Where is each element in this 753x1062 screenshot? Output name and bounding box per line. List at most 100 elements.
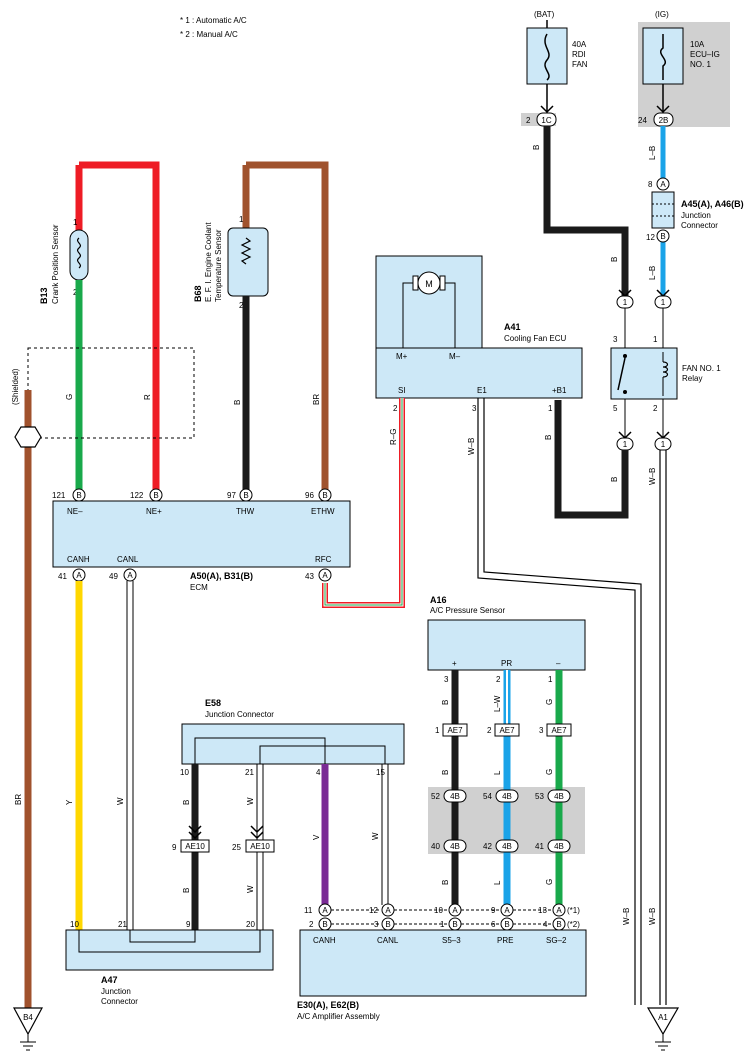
pin-number: 1 [653,335,658,344]
amp-pin-canl: CANL [377,936,399,945]
pin-number: 3 [374,920,379,929]
ecm-pin-ne-minus: NE– [67,507,83,516]
wire-label: Y [65,799,74,805]
ae7-connectors: 1 AE7 2 AE7 3 AE7 [435,723,572,737]
pin-number: 9 [491,906,496,915]
ecm-pin-thw: THW [236,507,255,516]
junction-a45: 8 A 12 B A45(A), A46(B) Junction Connect… [646,177,744,243]
pin-number: 53 [535,792,544,801]
connector-b: B [322,491,327,500]
ecm-pin-canl: CANL [117,555,139,564]
pin-number: 42 [483,842,492,851]
b68-name1: E. F. I. Engine Coolant [204,222,213,302]
pin-number: 11 [304,906,313,915]
junction-a47: 9 20 A47 Junction Connector [65,920,274,1006]
wire-label: B [182,800,191,805]
wire-wb-relay [659,450,667,1005]
coolant-temp-sensor: 1 2 B68 E. F. I. Engine Coolant Temperat… [193,161,329,490]
pin-number: 3 [444,675,449,684]
ground-b4-label: B4 [23,1013,33,1022]
connector-a: A [556,906,562,915]
wire-label: W [246,797,255,805]
pin-number: 96 [305,491,314,500]
pin-number: 21 [118,920,127,929]
connector-ae10: AE10 [185,842,205,851]
pin-number: 2 [496,675,501,684]
wire-label: L–B [648,146,657,160]
connector-4b: 4B [502,792,512,801]
pin-number: 52 [431,792,440,801]
pin-number: 8 [648,180,653,189]
ig-fuse-name2: NO. 1 [690,60,711,69]
pin-number: 1 [73,218,78,227]
connector-1c: 1C [541,116,551,125]
a16-code: A16 [430,595,447,605]
motor-label: M [425,279,433,289]
ecm-code: A50(A), B31(B) [190,571,253,581]
bat-fuse: (BAT) 40A RDI FAN [526,10,588,114]
pin-number: 20 [246,920,255,929]
bat-supply-label: (BAT) [534,10,555,19]
thermistor-icon [240,237,252,265]
connector-4b: 4B [554,792,564,801]
a16-pin-minus: – [556,659,561,668]
pin-number: 40 [431,842,440,851]
connector-b: B [452,920,457,929]
shielded-label: (Shielded) [11,368,20,405]
relay-name: FAN NO. 1 [682,364,721,373]
pin-number: 9 [186,920,191,929]
connector-b: B [322,920,327,929]
note-ref-1: (*1) [567,906,580,915]
junction-4b-connectors: 52 4B 54 4B 53 4B 40 4B 42 4B 41 4B [431,789,571,853]
connector-a: A [322,571,328,580]
amp-name: A/C Amplifier Assembly [297,1012,380,1021]
pin-number: 3 [539,726,544,735]
connector-ae7: AE7 [447,726,463,735]
e58-name: Junction Connector [205,710,274,719]
connector-ae10: AE10 [250,842,270,851]
pin-mminus: M– [449,352,461,361]
pin-number: 21 [245,768,254,777]
connector-4b: 4B [554,842,564,851]
ecm: 121 B 122 B 97 B 96 B NE– NE+ THW ETHW C… [52,488,351,592]
pin-number: 9 [172,843,177,852]
wire-label: B [441,770,450,775]
wire-label: W–B [648,908,657,925]
connector-a: A [127,571,133,580]
a45-name2: Connector [681,221,718,230]
a47-name1: Junction [101,987,131,996]
pin-number: 25 [232,843,241,852]
b13-code: B13 [39,287,49,304]
shield-ground-icon [14,426,42,448]
wire-label: W [371,832,380,840]
amp-pin-canh: CANH [313,936,336,945]
pin-number: 10 [434,906,443,915]
pin-number: 15 [376,768,385,777]
a41-name: Cooling Fan ECU [504,334,566,343]
connector-1: 1 [661,298,666,307]
pin-number: 41 [58,572,67,581]
bat-fuse-box [526,27,568,85]
bat-fuse-rating: 40A [572,40,587,49]
wire-w-canl [381,764,389,905]
pin-number: 10 [180,768,189,777]
wire-label: L–W [493,695,502,712]
a47-code: A47 [101,975,118,985]
pin-number: 121 [52,491,66,500]
bat-fuse-name2: FAN [572,60,588,69]
connector-a: A [660,180,666,189]
e58-code: E58 [205,698,221,708]
connector-2b: 2B [659,116,669,125]
ac-amplifier: 11 A 12 A 10 A 9 A 13 A (*1) 2 B 3 B 1 B… [297,903,587,1021]
ig-fuse: (IG) 10A ECU–IG NO. 1 [638,10,730,127]
shield-box [27,347,195,439]
wire-b-relay [554,400,629,519]
ecm-pin-ne-plus: NE+ [146,507,162,516]
connector-b: B [504,920,509,929]
fan-relay: FAN NO. 1 Relay 5 2 1 1 [610,347,721,451]
wire-label: R [143,394,152,400]
pin-number: 2 [309,920,314,929]
note-automatic-ac: * 1 : Automatic A/C [180,16,247,25]
relay-label: Relay [682,374,702,383]
